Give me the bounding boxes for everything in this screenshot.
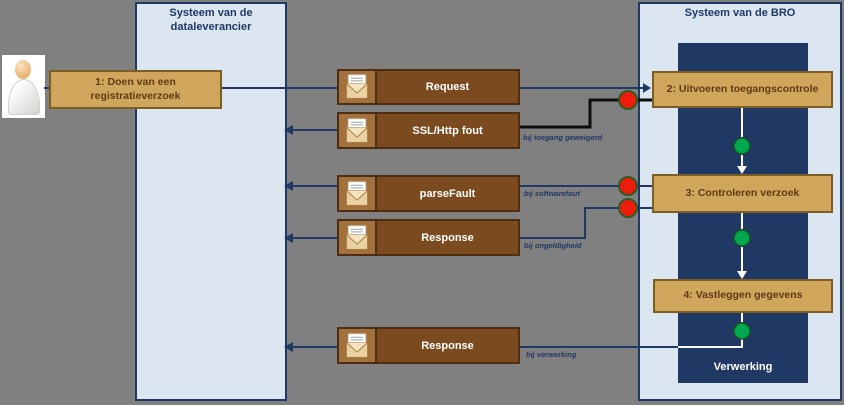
- condition-label-toegang-geweigerd: bij toegang geweigerd: [523, 133, 603, 142]
- message-label: Response: [421, 231, 474, 244]
- condition-label-ongeldigheid: bij ongeldigheid: [524, 241, 582, 250]
- message-label: Request: [425, 81, 470, 93]
- message-label: parseFault: [419, 187, 476, 200]
- line-toegang-geweigerd: [520, 98, 652, 129]
- process-label: 4: Vastleggen gegevens: [683, 289, 803, 302]
- message-parsefault: parseFault: [337, 175, 520, 212]
- message-ssl-http-fout: SSL/Http fout: [337, 112, 520, 149]
- message-request: Request: [337, 69, 520, 105]
- process-step-3: 3: Controleren verzoek: [652, 174, 833, 213]
- lane-dataleverancier: [135, 2, 287, 401]
- message-response-verwerking: Response: [337, 327, 520, 364]
- verwerking-label: Verwerking: [713, 361, 773, 373]
- process-step-1: 1: Doen van een registratieverzoek: [49, 70, 222, 109]
- person-head: [15, 60, 31, 79]
- person-icon: [2, 55, 45, 118]
- condition-label-verwerking: bij verwerking: [526, 350, 577, 359]
- process-label: 2: Uitvoeren toegangscontrole: [666, 82, 819, 95]
- message-label: Response: [421, 339, 474, 352]
- condition-label-softwarefout: bij softwarefout: [524, 189, 580, 198]
- line-step3-to-response: [520, 207, 652, 239]
- process-step-4: 4: Vastleggen gegevens: [653, 279, 833, 313]
- envelope-icon: [339, 221, 377, 254]
- process-label: 3: Controleren verzoek: [685, 186, 800, 199]
- process-step-2: 2: Uitvoeren toegangscontrole: [652, 71, 833, 108]
- envelope-icon: [339, 71, 377, 103]
- lane-title-bro: Systeem van de BRO: [684, 7, 796, 19]
- process-label: 1: Doen van een registratieverzoek: [90, 76, 181, 102]
- person-body: [8, 79, 40, 115]
- lane-title-dataleverancier: Systeem van de dataleverancier: [169, 7, 253, 34]
- message-response-ongeldigheid: Response: [337, 219, 520, 256]
- red-circle-icon: [618, 176, 638, 196]
- envelope-icon: [339, 114, 377, 147]
- envelope-icon: [339, 329, 377, 362]
- red-circle-icon: [618, 198, 638, 218]
- message-label: SSL/Http fout: [412, 124, 483, 137]
- red-circle-icon: [618, 90, 638, 110]
- envelope-icon: [339, 177, 377, 210]
